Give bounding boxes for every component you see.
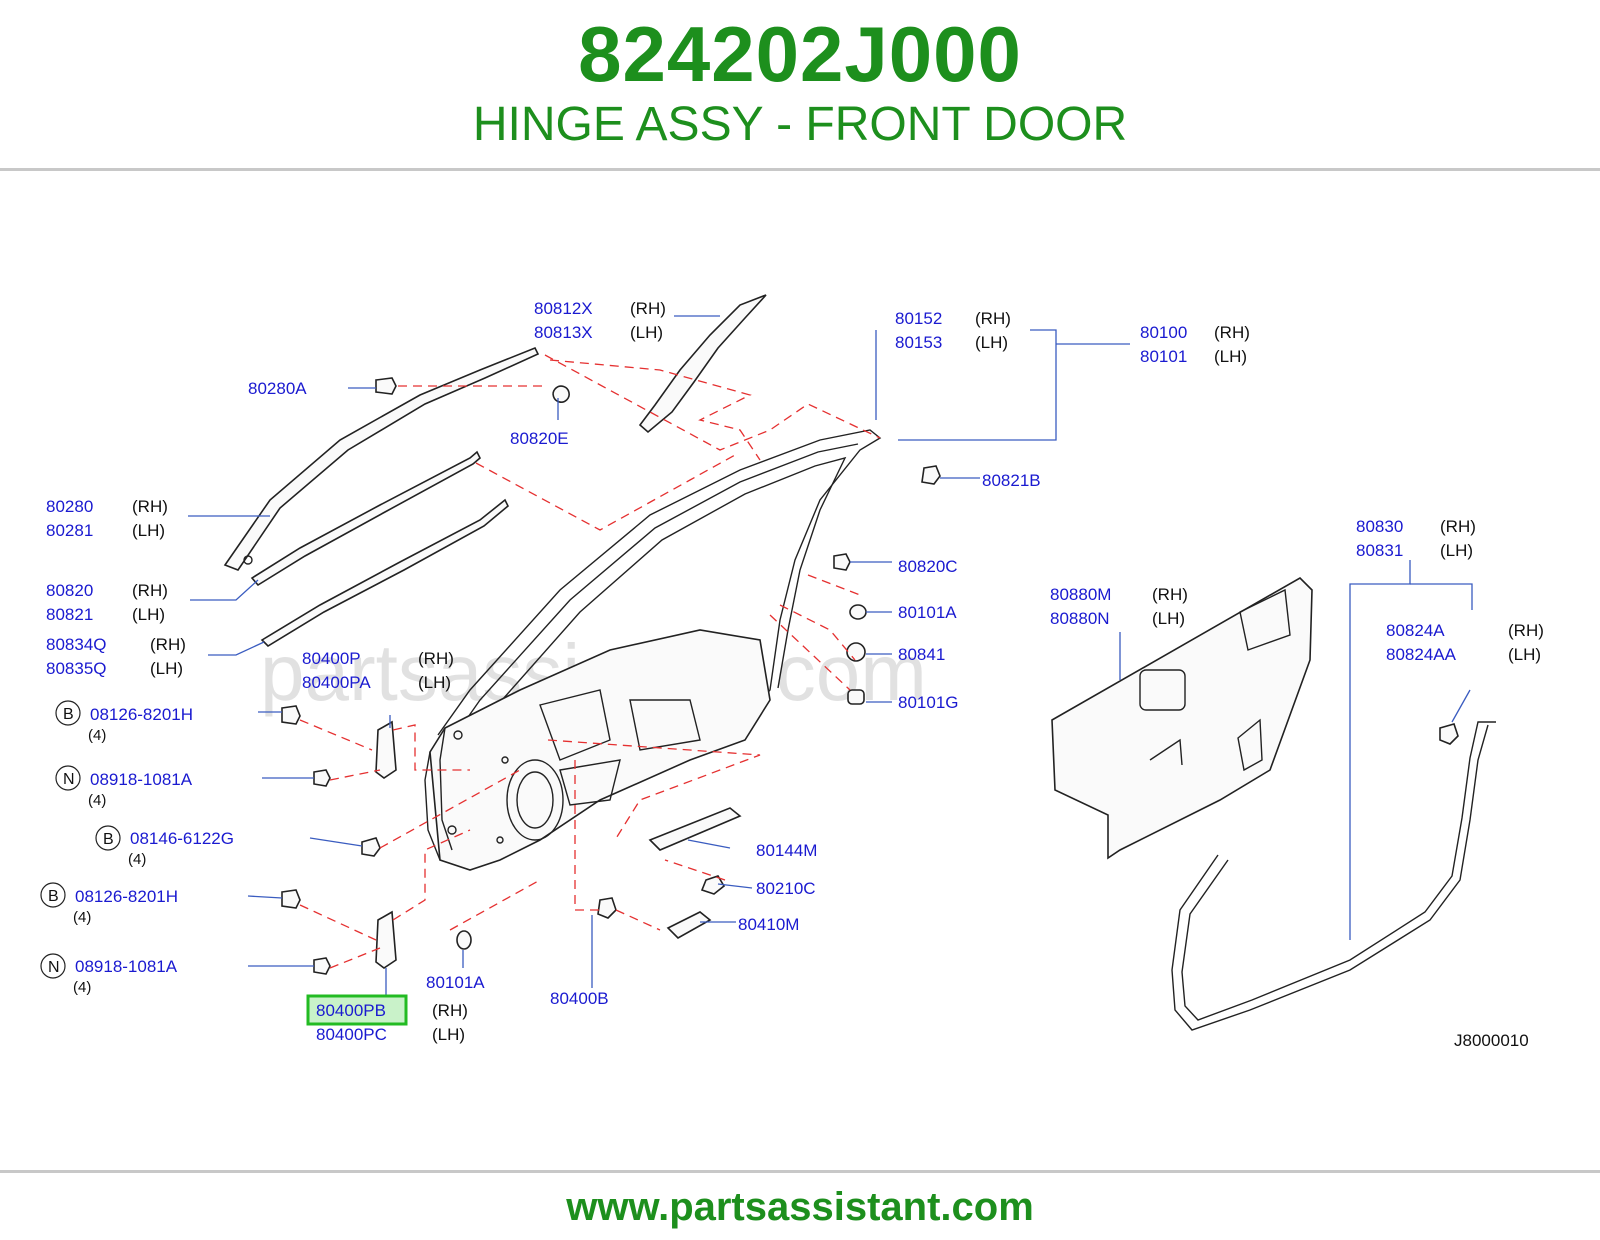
label-80210C[interactable]: 80210C [756, 879, 816, 898]
side-lh: (LH) [132, 521, 165, 540]
qty-4: (4) [88, 792, 106, 809]
label-80280A[interactable]: 80280A [248, 379, 307, 398]
label-80410M[interactable]: 80410M [738, 915, 799, 934]
label-80841[interactable]: 80841 [898, 645, 945, 664]
side-lh: (LH) [1152, 609, 1185, 628]
badge-n: N [48, 959, 60, 976]
label-08126-8201H-2[interactable]: 08126-8201H [75, 887, 178, 906]
dashed-relations [299, 354, 881, 969]
label-80400PA[interactable]: 80400PA [302, 673, 371, 692]
label-80824A[interactable]: 80824A [1386, 621, 1445, 640]
label-80400P[interactable]: 80400P [302, 649, 361, 668]
label-80820E[interactable]: 80820E [510, 429, 569, 448]
side-lh: (LH) [432, 1025, 465, 1044]
footer-url[interactable]: www.partsassistant.com [566, 1185, 1034, 1229]
label-08126-8201H-1[interactable]: 08126-8201H [90, 705, 193, 724]
label-80824AA[interactable]: 80824AA [1386, 645, 1457, 664]
label-80834Q[interactable]: 80834Q [46, 635, 107, 654]
side-rh: (RH) [1508, 621, 1544, 640]
label-80153[interactable]: 80153 [895, 333, 942, 352]
bolt-badge [40, 882, 66, 908]
label-80152[interactable]: 80152 [895, 309, 942, 328]
part-labels: 80812X (RH) 80813X (LH) 80152 (RH) 80153… [40, 299, 1544, 1050]
side-rh: (RH) [1152, 585, 1188, 604]
label-80820[interactable]: 80820 [46, 581, 93, 600]
fastener-drawings [281, 377, 941, 975]
bolt-badge [55, 700, 81, 726]
side-rh: (RH) [432, 1001, 468, 1020]
label-80880M[interactable]: 80880M [1050, 585, 1111, 604]
side-lh: (LH) [1214, 347, 1247, 366]
label-80813X[interactable]: 80813X [534, 323, 593, 342]
nut-badge [55, 765, 81, 791]
side-lh: (LH) [630, 323, 663, 342]
label-80821[interactable]: 80821 [46, 605, 93, 624]
diagram-code: J8000010 [1454, 1031, 1529, 1050]
part-number: 824202J000 [578, 10, 1022, 98]
label-80821B[interactable]: 80821B [982, 471, 1041, 490]
side-rh: (RH) [132, 581, 168, 600]
label-08146-6122G[interactable]: 08146-6122G [130, 829, 234, 848]
side-rh: (RH) [418, 649, 454, 668]
side-rh: (RH) [1214, 323, 1250, 342]
bolt-badge [95, 825, 121, 851]
label-80400B[interactable]: 80400B [550, 989, 609, 1008]
qty-4: (4) [73, 979, 91, 996]
label-80281[interactable]: 80281 [46, 521, 93, 540]
side-rh: (RH) [132, 497, 168, 516]
leader-lines [188, 315, 1473, 998]
side-rh: (RH) [1440, 517, 1476, 536]
side-lh: (LH) [418, 673, 451, 692]
badge-n: N [63, 771, 75, 788]
badge-b: B [48, 888, 59, 905]
label-80101A-top[interactable]: 80101A [898, 603, 957, 622]
side-lh: (LH) [1440, 541, 1473, 560]
label-80820C[interactable]: 80820C [898, 557, 958, 576]
label-80101[interactable]: 80101 [1140, 347, 1187, 366]
side-lh: (LH) [150, 659, 183, 678]
label-80830[interactable]: 80830 [1356, 517, 1403, 536]
weatherstrip-drawings [223, 294, 767, 648]
side-rh: (RH) [975, 309, 1011, 328]
qty-4: (4) [88, 727, 106, 744]
door-shell-drawing [424, 429, 882, 871]
badge-b: B [63, 706, 74, 723]
label-80400PB[interactable]: 80400PB [316, 1001, 386, 1020]
label-80812X[interactable]: 80812X [534, 299, 593, 318]
footer-divider [0, 1170, 1600, 1173]
highlight-box [306, 994, 408, 1026]
header-divider [0, 168, 1600, 171]
label-80280[interactable]: 80280 [46, 497, 93, 516]
side-rh: (RH) [150, 635, 186, 654]
door-trim-drawing [1051, 577, 1313, 860]
header: 824202J000 HINGE ASSY - FRONT DOOR [0, 0, 1600, 170]
door-seal-drawing [1171, 721, 1496, 1031]
label-80101G[interactable]: 80101G [898, 693, 959, 712]
label-08918-1081A-1[interactable]: 08918-1081A [90, 770, 193, 789]
label-08918-1081A-2[interactable]: 08918-1081A [75, 957, 178, 976]
label-80144M[interactable]: 80144M [756, 841, 817, 860]
label-80835Q[interactable]: 80835Q [46, 659, 107, 678]
side-lh: (LH) [132, 605, 165, 624]
side-lh: (LH) [975, 333, 1008, 352]
side-lh: (LH) [1508, 645, 1541, 664]
label-80831[interactable]: 80831 [1356, 541, 1403, 560]
qty-4: (4) [73, 909, 91, 926]
label-80101A-bottom[interactable]: 80101A [426, 973, 485, 992]
part-name: HINGE ASSY - FRONT DOOR [472, 98, 1128, 151]
label-80880N[interactable]: 80880N [1050, 609, 1110, 628]
qty-4: (4) [128, 851, 146, 868]
side-rh: (RH) [630, 299, 666, 318]
nut-badge [40, 953, 66, 979]
label-80100[interactable]: 80100 [1140, 323, 1187, 342]
label-80400PC[interactable]: 80400PC [316, 1025, 387, 1044]
badge-b: B [103, 831, 114, 848]
